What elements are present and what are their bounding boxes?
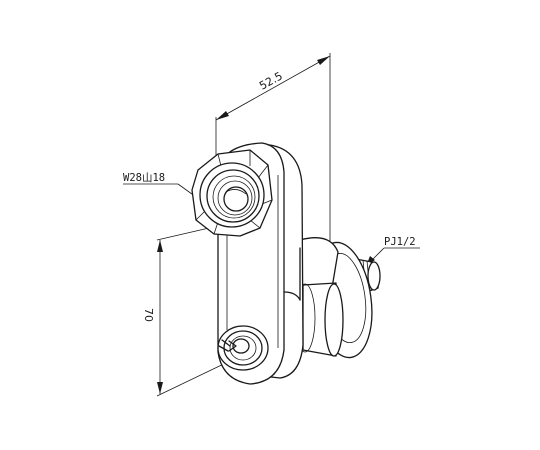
callout-pipe-thread: PJ1/2	[365, 236, 420, 267]
bottom-outlet	[217, 325, 269, 371]
pipe-fitting-assembly	[294, 237, 381, 359]
dimension-label-70: 70	[142, 308, 155, 322]
callout-label-pipe-thread: PJ1/2	[384, 236, 416, 248]
callout-label-nut-thread: W28山18	[123, 172, 165, 184]
hex-nut	[191, 149, 273, 237]
callout-nut-thread: W28山18	[123, 172, 204, 203]
dimension-70: 70	[142, 224, 233, 397]
